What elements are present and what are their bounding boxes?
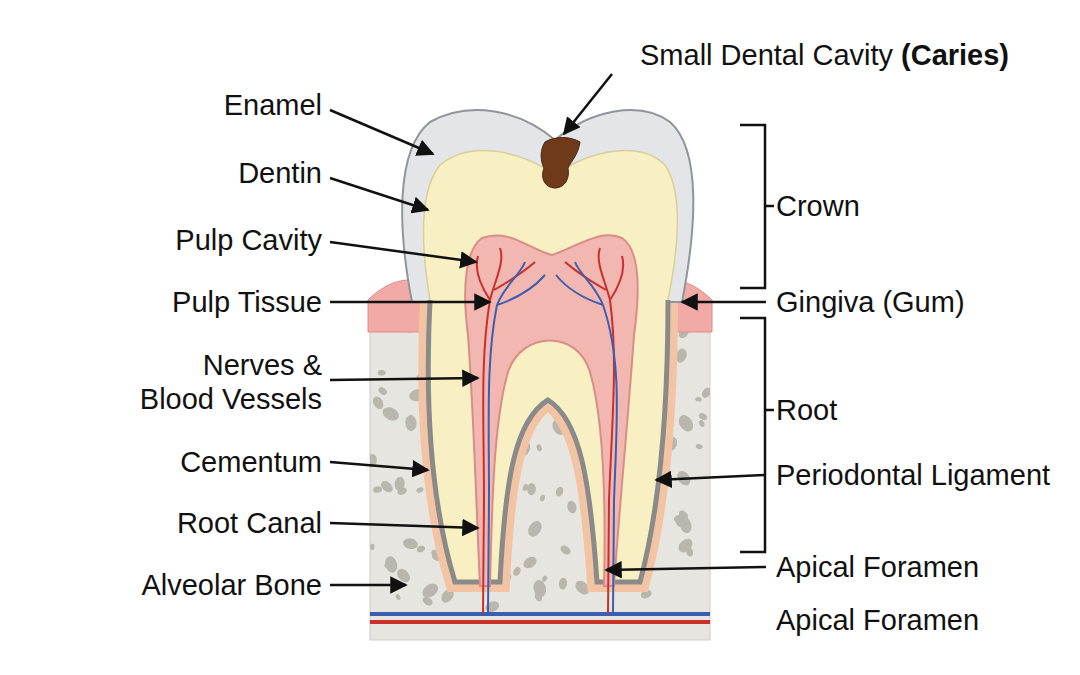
brackets [740, 125, 774, 552]
part-label: Cementum [180, 445, 322, 479]
bone-pore [521, 554, 539, 570]
dentin [423, 151, 677, 582]
bone-pore [695, 397, 702, 403]
part-label: Apical Foramen [776, 550, 979, 584]
bone-pore [420, 581, 441, 601]
bone-pore [527, 483, 536, 496]
bone-pore [539, 494, 546, 502]
part-label: Root Canal [177, 506, 322, 540]
part-label: (Caries) [901, 38, 1009, 72]
bone-pore [416, 486, 425, 494]
bone-pore [378, 370, 386, 376]
bone-pore [383, 555, 399, 574]
bone-pore [559, 544, 572, 557]
bone-pore [396, 486, 408, 497]
part-label: Crown [776, 189, 860, 223]
bone-pore [395, 593, 401, 600]
vessel-artery [370, 620, 710, 624]
bone-pore [484, 599, 501, 614]
bone-pore [522, 483, 530, 492]
bone-pore [566, 500, 578, 514]
bone-pore [421, 595, 434, 607]
bone-pore [698, 419, 705, 427]
bone-pore [377, 386, 388, 397]
bone-pore [532, 579, 548, 599]
part-label: Pulp Tissue [172, 285, 322, 319]
bone-pore [370, 544, 375, 550]
bone-pore [685, 546, 694, 557]
bone-pore [417, 547, 425, 553]
bone-pore [512, 566, 522, 577]
bone-pore [536, 444, 543, 452]
pulp [465, 235, 637, 586]
caries [541, 138, 580, 189]
bone-pore [380, 405, 401, 423]
bone-pore [676, 412, 696, 434]
part-label: Periodontal Ligament [776, 458, 1050, 492]
bone-pore [525, 518, 544, 539]
bone-pore [373, 486, 383, 494]
bone-pore [558, 577, 568, 590]
bone-pore [554, 486, 564, 498]
bone-pore [405, 415, 417, 432]
part-label: Root [776, 393, 837, 427]
bone-pore [673, 514, 686, 524]
bone-pore [371, 395, 386, 411]
bone-pore [698, 412, 709, 422]
bone-pore [700, 386, 710, 399]
part-label: Pulp Cavity [175, 223, 322, 257]
part-label: Nerves & Blood Vessels [139, 348, 322, 416]
bone-pore [417, 545, 426, 552]
vessel-vein [370, 612, 710, 616]
part-label: Dentin [238, 156, 322, 190]
part-label: Alveolar Bone [141, 568, 322, 602]
bone-pore [379, 479, 395, 495]
leader-arrows [330, 74, 766, 585]
part-label: Gingiva (Gum) [776, 285, 965, 319]
bone-pore [395, 566, 413, 584]
bone-pore [384, 563, 391, 568]
part-label: Small Dental Cavity [640, 38, 893, 72]
part-label: Apical Foramen [776, 603, 979, 637]
pulp-nerves [477, 248, 624, 614]
bone-pore [402, 537, 419, 551]
part-label: Enamel [224, 88, 322, 122]
bone-pore [695, 443, 703, 449]
